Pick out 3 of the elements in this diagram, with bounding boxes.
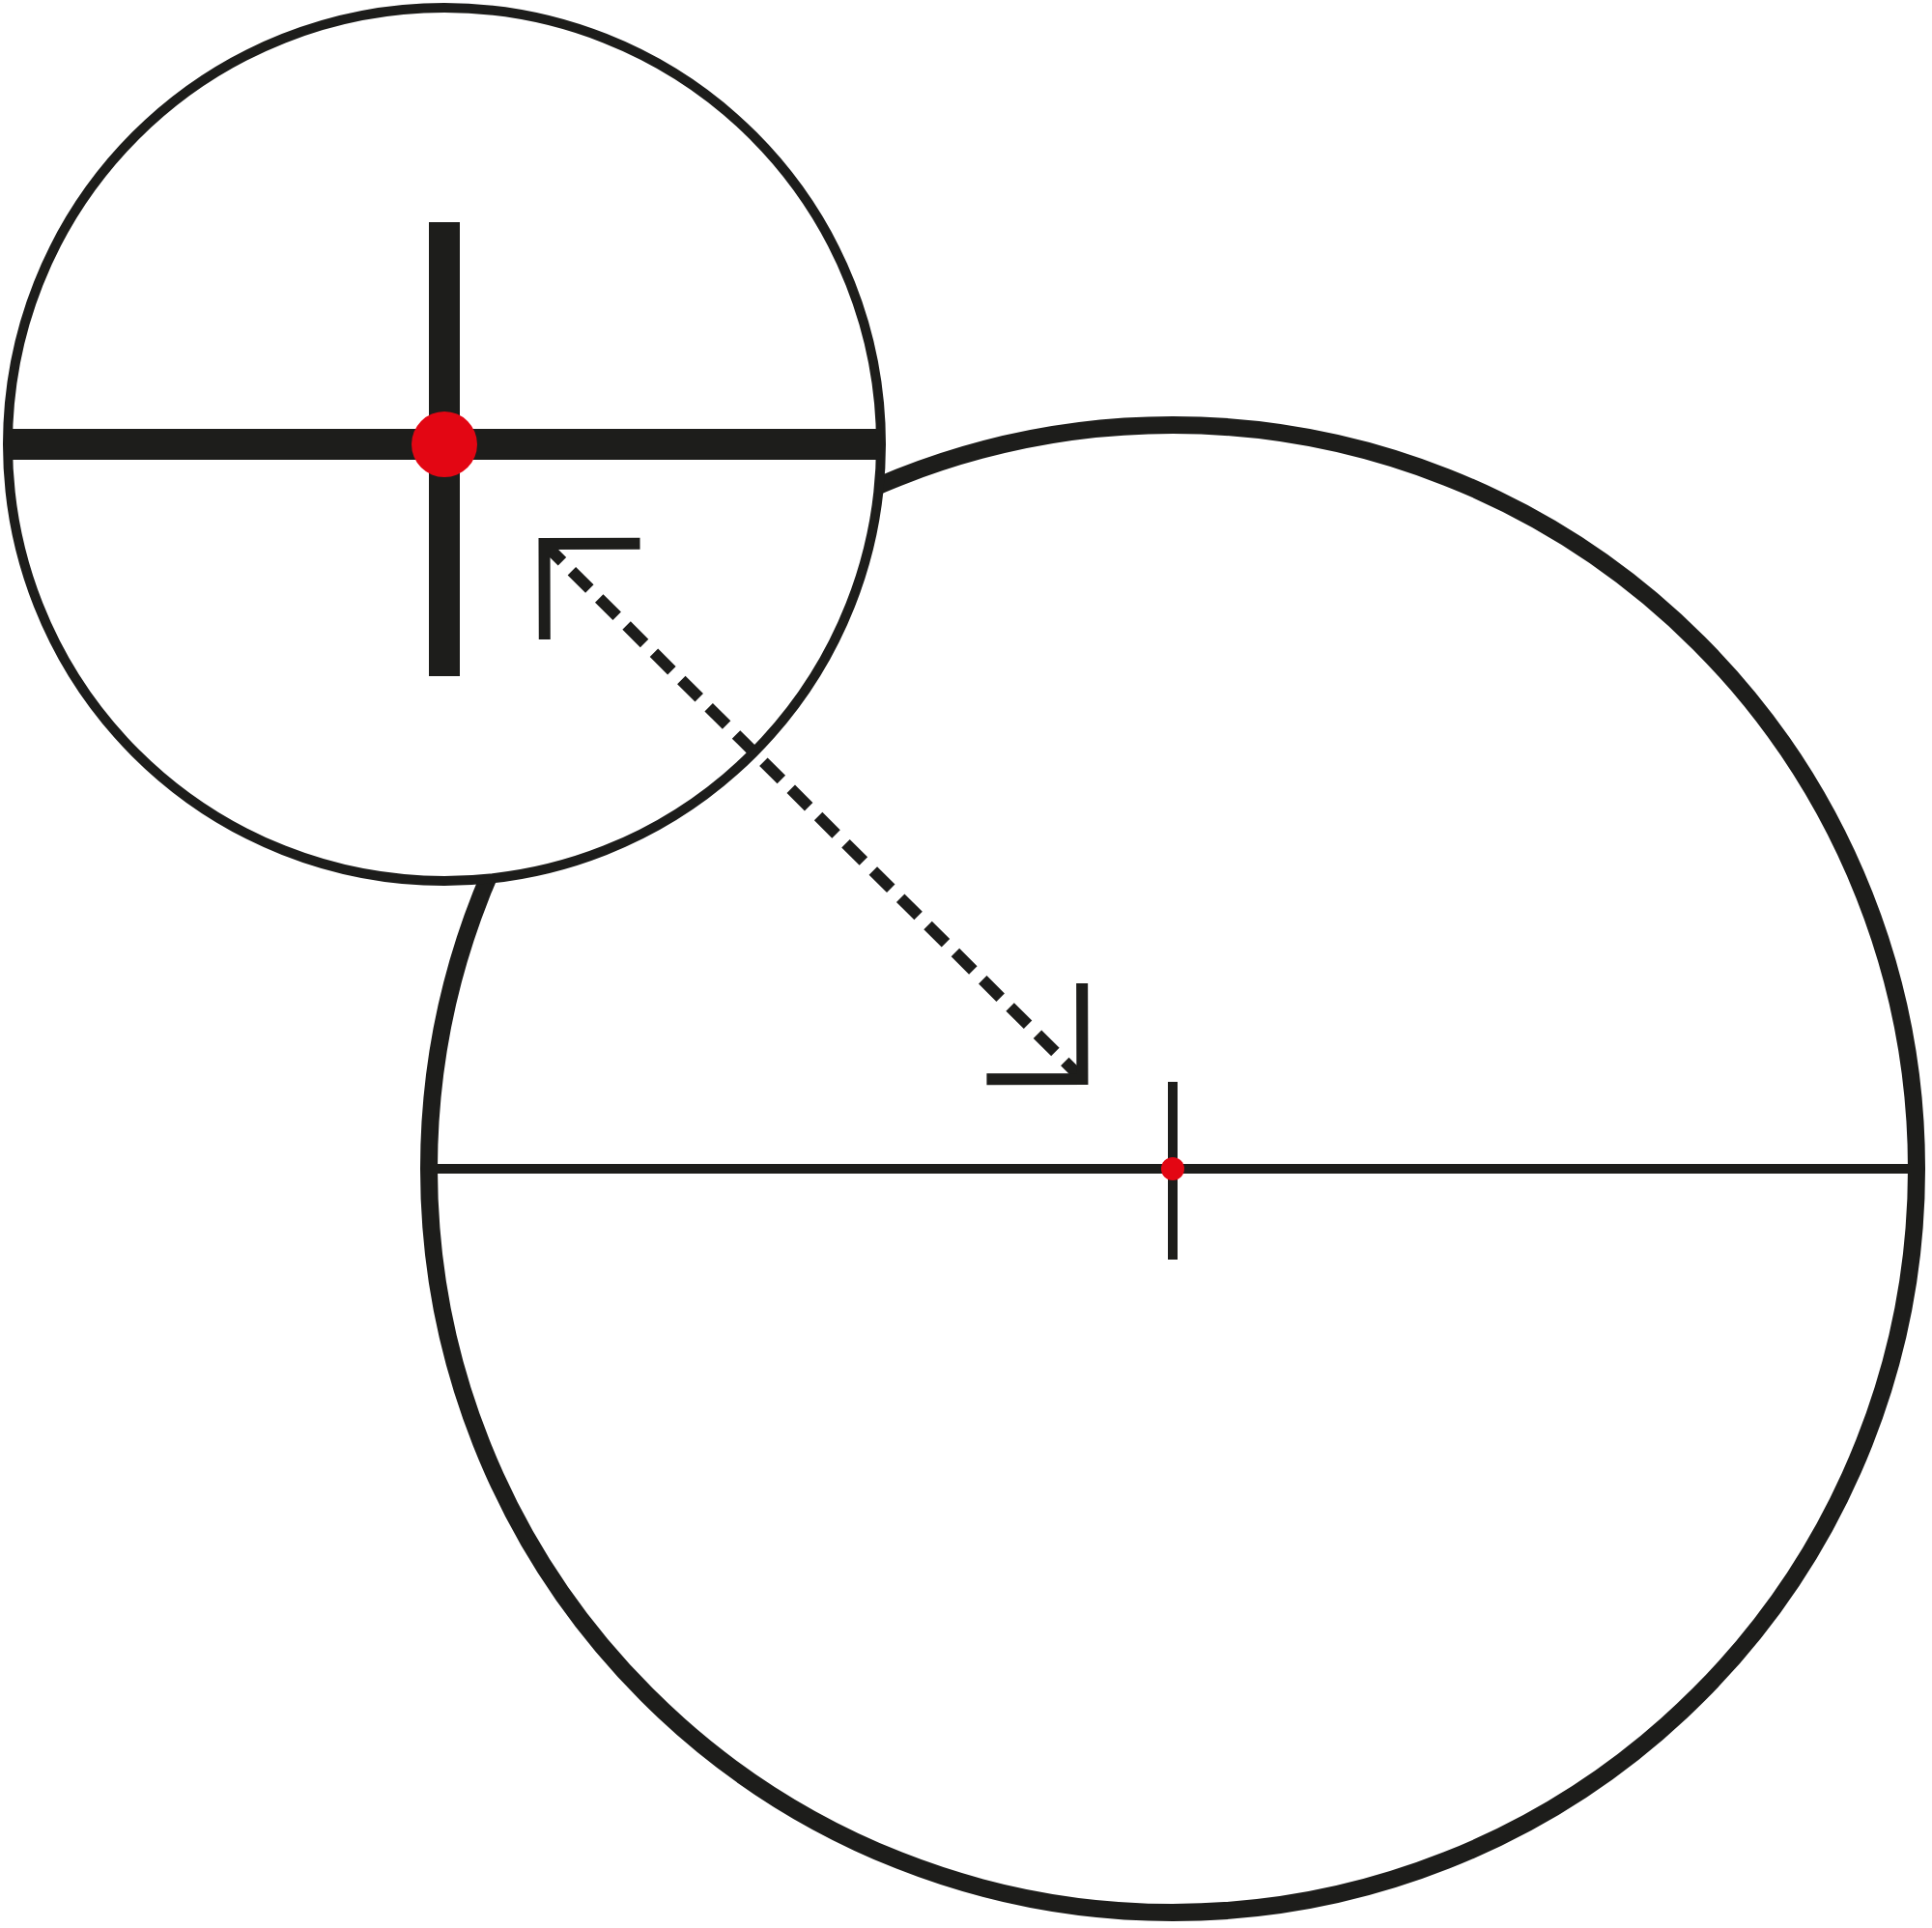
reticle-drawing bbox=[420, 416, 1925, 1921]
reticle-drawing bbox=[3, 3, 886, 886]
double-arrow bbox=[538, 537, 1089, 1086]
